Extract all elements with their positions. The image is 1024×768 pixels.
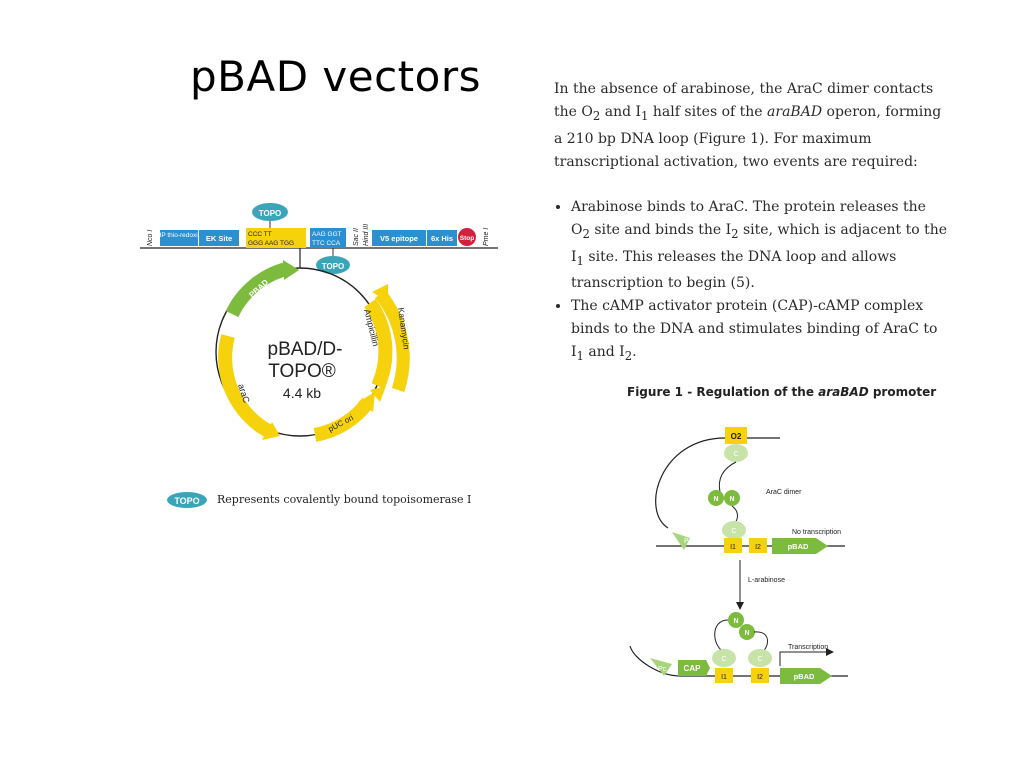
no-transcription-label: No transcription xyxy=(792,529,841,536)
his-label: 6x His xyxy=(431,234,453,243)
his-box xyxy=(427,230,457,246)
sac-label: Sac II xyxy=(353,228,360,246)
v5-epitope-box xyxy=(372,230,426,246)
ek-site-box xyxy=(199,230,239,246)
topo-label: TOPO xyxy=(259,209,282,218)
o2-box xyxy=(725,427,747,444)
svg-text:C: C xyxy=(731,528,736,535)
seq-top-right: AAG GGT xyxy=(312,231,342,238)
cap-label: CAP xyxy=(684,664,702,673)
svg-text:pBAD: pBAD xyxy=(788,542,809,551)
seq-bottom-right: TTC CCA xyxy=(312,240,341,247)
body-text: In the absence of arabinose, the AraC di… xyxy=(554,78,949,368)
regulation-diagram: O2 C N N AraC dimer C Pc I1 I2 pBAD No t… xyxy=(629,427,848,684)
arac-n-domain-4 xyxy=(739,624,755,640)
o2-label: O2 xyxy=(731,432,742,441)
nco-label: Nco I xyxy=(147,230,154,246)
arac-n-domain-1 xyxy=(708,490,724,506)
figure-caption: Figure 1 - Regulation of the araBAD prom… xyxy=(627,385,937,399)
svg-text:C: C xyxy=(721,656,726,663)
ek-label: EK Site xyxy=(206,234,232,243)
paragraph-1: In the absence of arabinose, the AraC di… xyxy=(554,81,942,170)
pbad-arrow-top xyxy=(772,538,828,554)
arac-dimer-label: AraC dimer xyxy=(766,489,802,496)
hp-label: HP thio-redoxin xyxy=(157,232,202,239)
bullet-2: The cAMP activator protein (CAP)-cAMP co… xyxy=(571,295,949,368)
topo-badge-top: TOPO xyxy=(252,203,288,228)
svg-text:C: C xyxy=(757,656,762,663)
i2-box-top xyxy=(749,538,767,553)
svg-text:I1: I1 xyxy=(721,674,727,681)
topo-legend-icon: TOPO xyxy=(167,492,207,508)
v5-label: V5 epitope xyxy=(380,234,418,243)
arac-c-domain-3 xyxy=(712,649,736,667)
svg-text:N: N xyxy=(744,630,749,637)
topo-legend-text: Represents covalently bound topoisomeras… xyxy=(217,493,472,506)
l-arabinose-label: L-arabinose xyxy=(748,577,785,584)
plasmid-name-2: TOPO® xyxy=(268,361,336,382)
arac-c-domain-bottom xyxy=(722,521,746,539)
arac-c-domain-top xyxy=(724,444,748,462)
stop-marker xyxy=(458,228,476,246)
svg-text:I2: I2 xyxy=(757,674,763,681)
ampicillin-arrow xyxy=(364,298,393,389)
svg-text:N: N xyxy=(729,496,734,503)
puc-arrow xyxy=(313,397,374,442)
plasmid-size: 4.4 kb xyxy=(283,385,321,401)
bullet-list: Arabinose binds to AraC. The protein rel… xyxy=(554,196,949,368)
kanamycin-arrow xyxy=(374,289,410,393)
arac-arrow xyxy=(218,334,274,439)
pc-arrow-bottom xyxy=(650,658,672,676)
i1-box-top xyxy=(724,538,742,553)
arac-n-domain-3 xyxy=(728,612,744,628)
svg-text:Pc: Pc xyxy=(658,666,667,673)
slide-title: pBAD vectors xyxy=(190,52,481,101)
pbad-arrow xyxy=(225,262,289,318)
plasmid-name-1: pBAD/D- xyxy=(268,339,343,360)
svg-text:TOPO: TOPO xyxy=(174,496,199,506)
bullet-1: Arabinose binds to AraC. The protein rel… xyxy=(571,196,949,296)
svg-text:N: N xyxy=(713,496,718,503)
seq-top-left: CCC TT xyxy=(248,231,272,238)
plasmid-map: TOPO HP thio-redoxin EK Site CCC TT GGG … xyxy=(140,203,498,442)
right-seq-box xyxy=(310,228,346,248)
svg-text:Pc: Pc xyxy=(684,538,693,545)
pme-label: Pme I xyxy=(483,228,490,246)
topo-badge-bottom: TOPO xyxy=(316,248,350,274)
arac-n-domain-2 xyxy=(724,490,740,506)
hp-thioredoxin-box xyxy=(160,230,198,246)
seq-bottom-left: GGG AAG TGG xyxy=(248,240,294,247)
topo-site-seq xyxy=(246,228,306,248)
stop-label: Stop xyxy=(460,235,474,242)
i1-box-bottom xyxy=(715,668,733,683)
svg-text:I1: I1 xyxy=(730,544,736,551)
topo-legend: TOPO Represents covalently bound topoiso… xyxy=(165,490,471,513)
transcription-label: Transcription xyxy=(788,644,828,651)
cap-box xyxy=(678,660,710,676)
hind-label: Hind III xyxy=(363,224,370,246)
svg-text:pBAD: pBAD xyxy=(794,672,815,681)
svg-text:I2: I2 xyxy=(755,544,761,551)
pbad-arrow-bottom xyxy=(780,668,832,684)
svg-text:TOPO: TOPO xyxy=(322,262,345,271)
svg-text:C: C xyxy=(733,451,738,458)
arac-c-domain-4 xyxy=(748,649,772,667)
pc-arrow-top xyxy=(672,532,690,550)
svg-text:N: N xyxy=(733,618,738,625)
i2-box-bottom xyxy=(751,668,769,683)
